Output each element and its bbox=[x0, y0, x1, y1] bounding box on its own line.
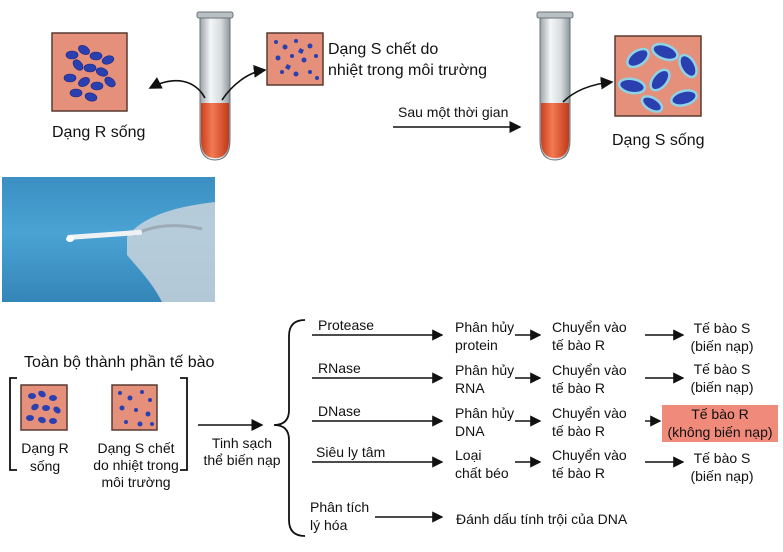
row-arrows bbox=[312, 329, 685, 523]
row3-action1: Phân hủy bbox=[455, 405, 515, 421]
bottom-r-live-petri bbox=[20, 384, 68, 431]
analysis-line1: Phân tích bbox=[310, 499, 370, 515]
row2-transfer1: Chuyển vào bbox=[552, 362, 627, 378]
row3-transfer2: tế bào R bbox=[552, 423, 605, 439]
s-dead-line3: môi trường bbox=[101, 474, 171, 490]
row1-result2: (biến nạp) bbox=[690, 338, 754, 354]
analysis-result: Đánh dấu tính trội của DNA bbox=[456, 511, 628, 527]
s-live-petri bbox=[614, 35, 702, 117]
row3-transfer1: Chuyển vào bbox=[552, 405, 627, 421]
left-bracket bbox=[9, 377, 17, 471]
row2-result1: Tế bào S bbox=[693, 361, 751, 377]
row4-action2: chất béo bbox=[455, 465, 509, 481]
r-live-label: Dạng R sống bbox=[52, 124, 146, 141]
arrow-to-r-live bbox=[148, 77, 206, 99]
r-live-line1: Dạng R bbox=[21, 440, 69, 456]
row3-result1: Tế bào R bbox=[691, 406, 749, 422]
s-dead-line2: do nhiệt trong bbox=[93, 457, 179, 473]
right-bracket bbox=[180, 377, 188, 471]
row4-result2: (biến nạp) bbox=[690, 468, 754, 484]
components-title: Toàn bộ thành phần tế bào bbox=[24, 354, 215, 371]
test-tube-1 bbox=[196, 11, 234, 161]
curly-brace bbox=[273, 319, 306, 537]
after-time-label: Sau một thời gian bbox=[398, 104, 509, 120]
row2-action1: Phân hủy bbox=[455, 362, 515, 378]
row2-agent: RNase bbox=[318, 360, 361, 376]
row4-action1: Loại bbox=[455, 447, 482, 463]
s-dead-line1: Dạng S chết bbox=[97, 440, 175, 456]
row3-agent: DNase bbox=[318, 403, 361, 419]
row4-result1: Tế bào S bbox=[693, 450, 751, 466]
row1-action2: protein bbox=[455, 337, 498, 353]
row1-result1: Tế bào S bbox=[693, 320, 751, 336]
row1-agent: Protease bbox=[318, 317, 375, 333]
row3-result2: (không biến nạp) bbox=[667, 424, 773, 440]
analysis-line2: lý hóa bbox=[310, 517, 348, 533]
row4-transfer1: Chuyển vào bbox=[552, 447, 627, 463]
row2-transfer2: tế bào R bbox=[552, 380, 605, 396]
bottom-s-dead-petri bbox=[111, 384, 158, 431]
test-tube-2 bbox=[536, 11, 574, 161]
purify-line1: Tinh sạch bbox=[211, 435, 273, 451]
row3-action2: DNA bbox=[455, 423, 485, 439]
arrow-to-s-dead bbox=[221, 64, 267, 101]
s-dead-petri bbox=[266, 32, 324, 86]
row2-action2: RNA bbox=[455, 380, 485, 396]
lab-photo bbox=[2, 177, 215, 302]
s-live-label: Dạng S sống bbox=[612, 132, 705, 149]
result-highlight-box bbox=[662, 405, 778, 442]
r-live-petri bbox=[51, 32, 128, 112]
row4-agent: Siêu ly tâm bbox=[316, 444, 386, 460]
r-live-line2: sống bbox=[29, 458, 61, 474]
row1-action1: Phân hủy bbox=[455, 319, 515, 335]
s-dead-label-line2: nhiệt trong môi trường bbox=[328, 62, 488, 79]
row2-result2: (biến nạp) bbox=[690, 379, 754, 395]
row1-transfer1: Chuyển vào bbox=[552, 319, 627, 335]
purify-line2: thể biến nạp bbox=[203, 452, 281, 468]
row4-transfer2: tế bào R bbox=[552, 465, 605, 481]
arrow-to-s-live bbox=[562, 76, 614, 103]
s-dead-label-line1: Dạng S chết do bbox=[328, 41, 439, 58]
row1-transfer2: tế bào R bbox=[552, 337, 605, 353]
